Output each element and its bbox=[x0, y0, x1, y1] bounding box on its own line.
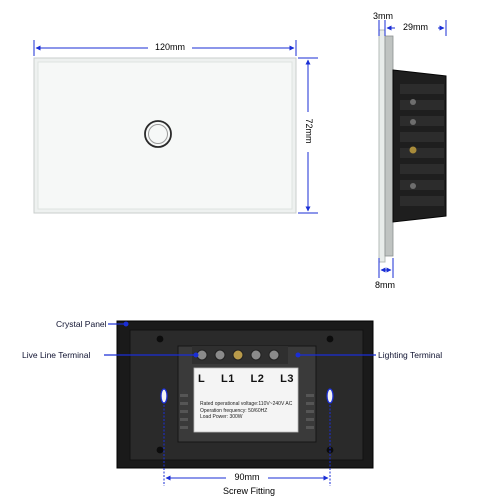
screw-fitting-holes bbox=[160, 388, 334, 404]
sticker-load: Load Power: 300W bbox=[200, 414, 243, 420]
side-depth-bottom-label: 8mm bbox=[375, 280, 395, 290]
side-depth-top-label: 3mm bbox=[373, 11, 393, 21]
terminal-letters: L L1 L2 L3 bbox=[198, 373, 294, 385]
touch-button-icon bbox=[144, 120, 172, 148]
live-line-callout-line bbox=[104, 352, 199, 358]
terminal-block bbox=[192, 346, 288, 364]
terminal-letter-l2: L2 bbox=[250, 373, 265, 385]
crystal-panel-callout-line bbox=[108, 321, 129, 327]
sticker-text: Rated operational voltage:110V~240V AC O… bbox=[200, 401, 292, 421]
front-width-dimension-line bbox=[33, 40, 297, 56]
front-width-label: 120mm bbox=[154, 42, 185, 52]
lighting-terminal-label: Lighting Terminal bbox=[378, 350, 443, 360]
screw-spacing-dimension-line bbox=[163, 405, 331, 486]
crystal-panel-label: Crystal Panel bbox=[56, 319, 107, 329]
lighting-terminal-callout-line bbox=[295, 352, 376, 358]
sticker-voltage: Rated operational voltage:110V~240V AC bbox=[200, 401, 293, 407]
sticker-frequency: Operation frequency: 50/60HZ bbox=[200, 407, 268, 414]
live-line-terminal-label: Live Line Terminal bbox=[22, 350, 91, 360]
screw-spacing-label: 90mm bbox=[234, 472, 260, 482]
terminal-letter-l: L bbox=[198, 373, 206, 385]
front-panel bbox=[33, 57, 297, 214]
front-height-dimension-line bbox=[298, 57, 318, 214]
rating-sticker bbox=[193, 367, 299, 433]
screw-fitting-label: Screw Fitting bbox=[222, 486, 275, 496]
side-depth-back-label: 29mm bbox=[403, 22, 429, 32]
front-height-label: 72mm bbox=[304, 118, 314, 144]
terminal-letter-l3: L3 bbox=[280, 373, 294, 385]
terminal-letter-l1: L1 bbox=[220, 373, 235, 385]
side-depth-dimension-lines bbox=[378, 20, 447, 278]
side-view-switch bbox=[378, 29, 447, 263]
